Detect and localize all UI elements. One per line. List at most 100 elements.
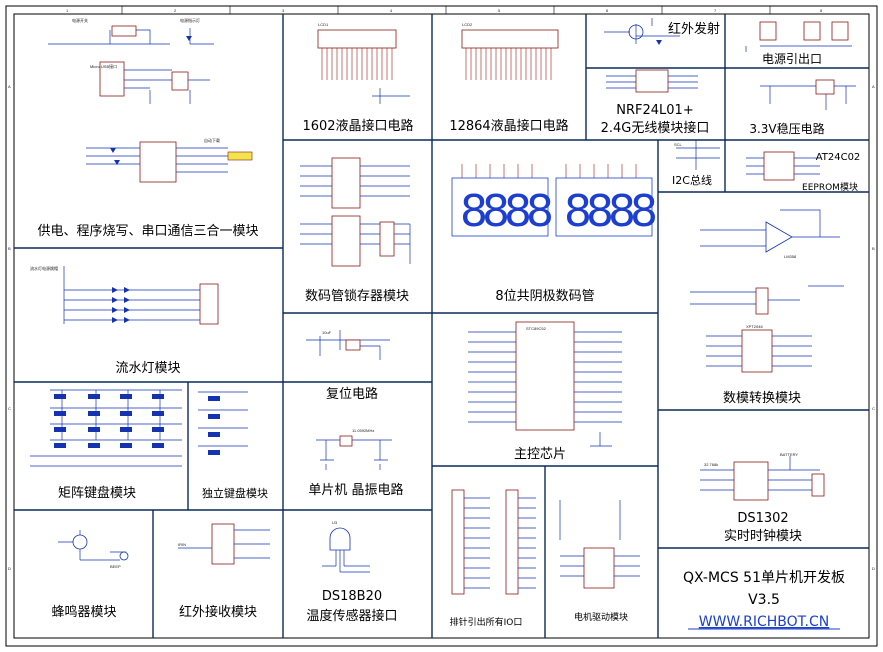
eeprom-module: AT24C02 EEPROM模块 [746,151,860,193]
seg8-module: 8 8 8 8 8 8 8 8 8位共阴极数码管 [451,164,658,304]
seg-digit-3: 8 [504,186,532,237]
seg-display-right [555,177,653,237]
ir-receive-module: IRIN 红外接收模块 [178,523,270,620]
board-title: QX-MCS 51单片机开发板 [683,570,845,586]
mcu-chip-label: STC89C52 [526,326,547,331]
lcd12864-title: 12864液晶接口电路 [449,118,568,134]
row-marker-d: D [8,566,11,571]
ds1302-crystal-label: 32.768k [704,462,718,467]
io-header-right [505,489,519,595]
col-marker-8: 8 [820,8,823,13]
ds1302-chip [733,461,769,501]
nrf-connector [635,69,669,93]
col-marker-7: 7 [714,8,717,13]
auto-download-jumper [227,151,253,161]
ds1302-title-line1: DS1302 [737,511,788,526]
seg-digit-7: 8 [608,186,636,237]
latch-chip-1 [331,157,361,209]
reg33-chip [815,79,835,95]
nrf-title-line1: NRF24L01+ [616,103,693,118]
reset-module: 10uF 复位电路 [306,330,390,402]
lcd1602-connector [317,29,397,49]
power-out-module: 电源引出口 [745,21,852,66]
lcd1602-ref: LCD1 [318,22,329,27]
ds18b20-symbol [329,527,351,551]
row-marker-a: A [8,84,11,89]
power-led-symbol [186,36,192,41]
reg33-module: 3.3V稳压电路 [749,79,856,136]
row-marker-c-right: C [872,406,875,411]
ir-receive-title: 红外接收模块 [179,604,257,620]
buzzer-beep-label: BEEP [110,564,121,569]
crystal-freq-label: 11.0592MHz [352,428,374,433]
inner-border [13,13,870,639]
col-marker-4: 4 [390,8,393,13]
crystal-module: 11.0592MHz 单片机 晶振电路 [308,428,403,498]
power-switch-label: 电源开关 [72,17,88,23]
ir-out-label: IRIN [178,542,186,547]
ir-receiver-symbol [211,523,235,565]
i2c-module: SCL I2C总线 [672,140,720,187]
col-marker-1: 1 [66,8,69,13]
board-version: V3.5 [748,592,780,608]
lcd12864-ref: LCD2 [462,22,473,27]
row-marker-b: B [8,246,11,251]
col-marker-3: 3 [282,8,285,13]
eeprom-title: EEPROM模块 [802,181,858,193]
motor-driver-chip [583,547,615,589]
ds1302-title-line2: 实时时钟模块 [724,528,802,544]
seg-digit-4: 8 [526,186,554,237]
crystal-symbol [339,435,353,447]
led-flow-title: 流水灯模块 [115,361,180,376]
auto-download-label: 自动下载 [204,137,220,143]
nrf-title-line2: 2.4G无线模块接口 [601,120,710,136]
power-led-label: 电源指示灯 [180,17,200,23]
ds18b20-chip-label: U3 [332,520,338,525]
nrf-module: NRF24L01+ 2.4G无线模块接口 [601,69,710,136]
motor-title: 电机驱动模块 [574,611,628,623]
independent-keys-module: 独立键盘模块 [198,391,268,500]
lcd12864-module: LCD2 12864液晶接口电路 [449,22,568,134]
io-header-module: 排针引出所有IO口 [450,489,536,628]
reg33-title: 3.3V稳压电路 [749,121,824,136]
usb-connector [99,61,125,97]
i2c-title: I2C总线 [672,173,712,187]
col-marker-5: 5 [498,8,501,13]
usb-label: Micro USB接口 [90,63,117,69]
i2c-small: SCL [674,142,683,147]
motor-module: 电机驱动模块 [559,500,640,623]
crystal-title: 单片机 晶振电路 [308,482,403,498]
matrix-keys-module: 矩阵键盘模块 [30,389,182,501]
ds18b20-module: U3 DS18B20 温度传感器接口 [306,520,397,624]
dac-chip-label: XPT2046 [746,324,763,329]
row-markers: A B C D A B C D [8,84,875,571]
board-url[interactable]: WWW.RICHBOT.CN [699,614,830,630]
buzzer-module: BEEP 蜂鸣器模块 [51,530,129,620]
seg8-title: 8位共阴极数码管 [495,289,594,304]
dac-chip [741,329,773,373]
outer-border [5,5,878,647]
matrix-keys-title: 矩阵键盘模块 [58,485,136,501]
ds18b20-title-line1: DS18B20 [322,589,382,604]
power-out-title: 电源引出口 [762,52,822,66]
mcu-module: STC89C52 主控芯片 [468,321,622,462]
row-marker-d-right: D [872,566,875,571]
dac-title: 数模转换模块 [723,391,801,406]
mcu-chip [515,321,575,431]
ch340-chip [139,141,177,183]
led-flow-module: 流水灯电源跳帽 流水灯模块 [30,265,219,376]
lcd1602-module: LCD1 1602液晶接口电路 [302,22,413,134]
regulator-symbol [171,71,189,91]
ds18b20-title-line2: 温度传感器接口 [306,608,397,624]
power-switch-symbol [111,25,137,37]
led-resistor-pack [199,283,219,325]
eeprom-chip [763,151,795,181]
seg-display-left [451,177,549,237]
ir-send-title: 红外发射 [668,21,720,37]
reset-cap-label: 10uF [322,330,332,335]
row-marker-c: C [8,406,11,411]
power-module: 电源开关 电源指示灯 Micro USB接口 自动下载 供电、程序烧写、串口通信… [37,17,258,239]
power-module-title: 供电、程序烧写、串口通信三合一模块 [37,224,258,239]
seg-digit-8: 8 [630,186,658,237]
